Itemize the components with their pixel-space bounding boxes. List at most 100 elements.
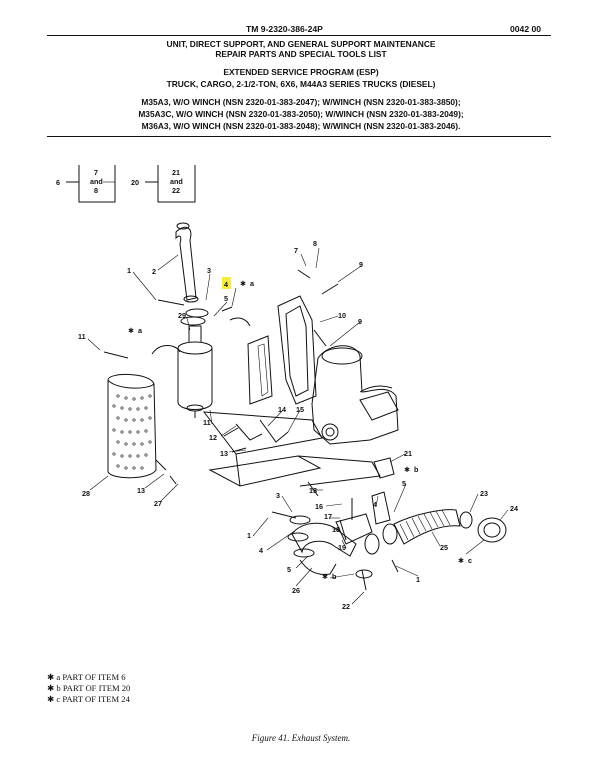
asterisk-icon: ✱ [240,279,246,288]
index-box-20 [145,165,196,203]
mounting-strap [151,345,181,355]
index-box-20-lead: 20 [131,178,139,187]
title-line-5: TRUCK, CARGO, 2-1/2-TON, 6X6, M44A3 SERI… [166,79,436,89]
mounting-bracket-21 [373,457,395,479]
footnote-b: ✱ b PART OF ITEM 20 [47,683,130,695]
callout-9-upper: 9 [359,260,363,269]
bracket-right [259,419,289,443]
asterisk-icon: ✱ [458,556,464,565]
tm-number: TM 9-2320-386-24P [246,24,323,34]
callout-11-left: 11 [78,332,86,341]
exhaust-adapter-pipe [335,513,398,555]
callout-3: 3 [207,266,211,275]
callout-22: 22 [342,602,350,611]
bolt-1-right [391,559,399,573]
figure-caption: Figure 41. Exhaust System. [251,733,351,743]
footnote-b-text: PART OF ITEM 20 [62,683,131,693]
highlight-marker [222,277,231,289]
title-line-4: EXTENDED SERVICE PROGRAM (ESP) [223,67,379,77]
callout-1-left: 1 [247,531,251,540]
callout-c: c [468,556,472,565]
callout-15: 15 [296,405,304,414]
callout-4-highlighted: 4 [224,280,228,289]
clamp-bolt [157,299,185,306]
bolt-13-right [307,481,319,497]
clamp-b [355,569,373,579]
muffler-bracket [277,269,339,405]
bolt-19 [339,519,347,541]
callout-8: 8 [313,239,317,248]
callout-12: 12 [209,433,217,442]
title-line-8: M35A3C, W/O WINCH (NSN 2320-01-383-2050)… [138,109,464,119]
callout-17: 17 [324,512,332,521]
asterisk-icon: ✱ [47,684,55,694]
index-box-6-bottom: 8 [94,186,98,195]
flexible-exhaust-pipe [393,509,461,545]
title-line-1: UNIT, DIRECT SUPPORT, AND GENERAL SUPPOR… [166,39,436,49]
muffler [177,325,213,418]
index-box-6 [66,165,116,203]
callout-14: 14 [278,405,286,414]
callout-28: 28 [82,489,90,498]
callout-29: 29 [178,311,186,320]
index-box-6-lead: 6 [56,178,60,187]
heat-shield [107,374,157,479]
callout-a-upper: a [250,279,255,288]
callout-21: 21 [404,449,412,458]
muffler-shield-panel [247,335,273,405]
title-line-7: M35A3, W/O WINCH (NSN 2320-01-383-2047);… [141,97,461,107]
callout-26: 26 [292,586,300,595]
callout-1-right: 1 [416,575,420,584]
callout-27: 27 [154,499,162,508]
index-box-20-bottom: 22 [172,186,180,195]
callout-5: 5 [224,294,228,303]
callout-1: 1 [127,266,131,275]
callout-a-left: a [138,326,143,335]
asterisk-icon: ✱ [404,465,410,474]
index-box-6-top: 7 [94,168,98,177]
index-box-20-mid: and [170,177,183,186]
footnote-c-text: PART OF ITEM 24 [62,694,130,704]
index-box-20-top: 21 [172,168,180,177]
stack-clamp [185,308,209,318]
callout-25: 25 [440,543,448,552]
callout-3-lower: 3 [276,491,280,500]
callout-b-right: b [414,465,419,474]
callout-10: 10 [338,311,346,320]
exhaust-clamp-23 [459,511,473,529]
callout-11-center: 11 [203,418,211,427]
mounting-strap-upper [229,317,251,327]
callout-7: 7 [294,246,298,255]
callout-5-right: 5 [402,479,406,488]
callout-23: 23 [480,489,488,498]
exhaust-outlet-24 [477,517,507,543]
clamp-nut [221,306,233,312]
asterisk-icon: ✱ [128,326,134,335]
bolt-22 [361,569,367,591]
header-rule [47,35,551,36]
footnote-a: ✱ a PART OF ITEM 6 [47,672,126,684]
bracket-left [235,423,263,441]
callout-13-left: 13 [137,486,145,495]
footnote-b-letter: b [56,683,61,693]
callout-4-right: 4 [373,500,377,509]
clamp-3-lower [289,515,311,525]
bracket-4 [371,491,391,525]
footnote-c: ✱ c PART OF ITEM 24 [47,694,130,706]
callout-19: 19 [338,543,346,552]
asterisk-icon: ✱ [322,572,328,581]
callout-2: 2 [152,267,156,276]
exhaust-elbow-pipe [287,522,357,575]
callout-24: 24 [510,504,518,513]
engine-turbocharger [311,345,399,445]
footnote-a-letter: a [56,672,61,682]
callout-16: 16 [315,502,323,511]
asterisk-icon: ✱ [47,695,55,705]
callout-4-left: 4 [259,546,263,555]
stack-clamp-lower [180,316,206,326]
footnote-a-text: PART OF ITEM 6 [62,672,126,682]
bolt-1-lower [271,511,297,519]
exhaust-manifold [202,411,381,487]
callout-9-lower: 9 [358,317,362,326]
